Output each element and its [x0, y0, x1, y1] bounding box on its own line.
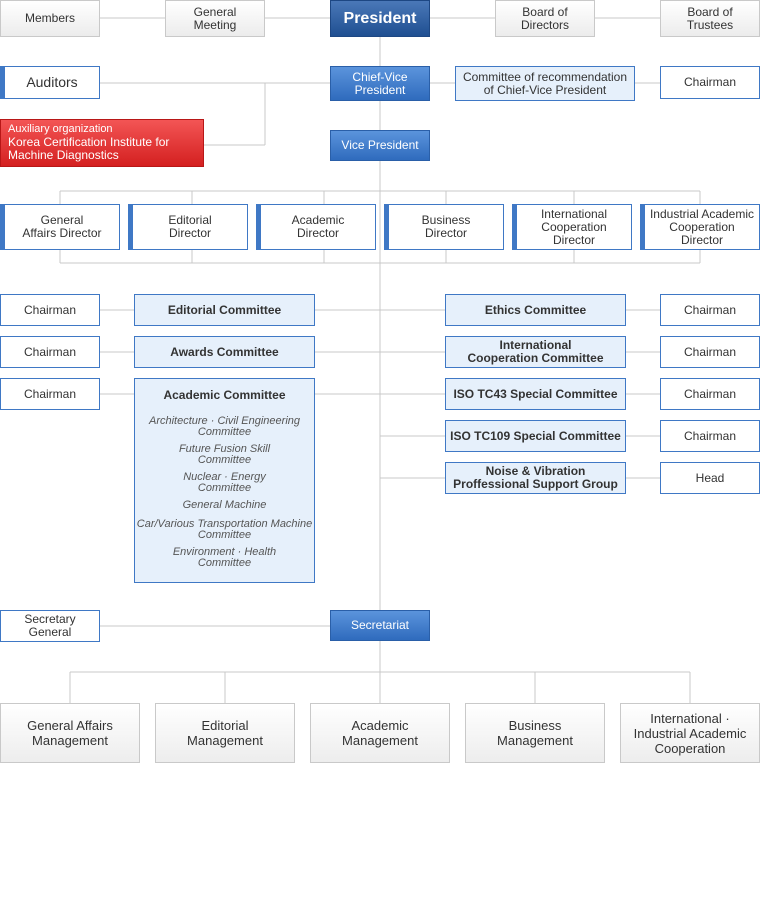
editorial-chairman-box: Chairman: [0, 294, 100, 326]
director-label: International Cooperation Director: [540, 206, 608, 247]
management-label: Editorial Management: [187, 718, 263, 748]
noise-vibration-group-box: Noise & Vibration Proffessional Support …: [445, 462, 626, 494]
ethics-committee-box: Ethics Committee: [445, 294, 626, 326]
academic-committee-label: Academic Committee: [163, 388, 286, 402]
director-industrial-academic: Industrial Academic Cooperation Director: [640, 204, 760, 250]
committee-label: Ethics Committee: [484, 302, 587, 317]
members-box: Members: [0, 0, 100, 37]
management-academic: Academic Management: [310, 703, 450, 763]
auditors-label: Auditors: [26, 74, 78, 90]
editorial-committee-box: Editorial Committee: [134, 294, 315, 326]
chairman-label: Chairman: [683, 386, 737, 401]
ethics-chairman-box: Chairman: [660, 294, 760, 326]
management-label: Business Management: [497, 718, 573, 748]
board-of-trustees-label: Board of Trustees: [686, 4, 734, 32]
management-business: Business Management: [465, 703, 605, 763]
management-general-affairs: General Affairs Management: [0, 703, 140, 763]
committee-label: Noise & Vibration Proffessional Support …: [453, 464, 618, 491]
management-label: International · Industrial Academic Coop…: [633, 710, 747, 756]
academic-subcommittee: Environment · Health Committee: [172, 546, 277, 569]
recommendation-chairman-label: Chairman: [683, 75, 737, 89]
awards-committee-box: Awards Committee: [134, 336, 315, 368]
international-chairman-box: Chairman: [660, 336, 760, 368]
director-general-affairs: General Affairs Director: [0, 204, 120, 250]
chairman-label: Chairman: [683, 428, 737, 443]
committee-label: Awards Committee: [170, 344, 279, 359]
secretary-general-label: Secretary General: [24, 612, 76, 639]
director-label: Industrial Academic Cooperation Director: [649, 206, 755, 247]
head-label: Head: [695, 470, 725, 485]
auxiliary-organization-box: Auxiliary organization Korea Certificati…: [0, 119, 204, 167]
director-editorial: Editorial Director: [128, 204, 248, 250]
committee-label: International Cooperation Committee: [467, 338, 604, 365]
chief-vice-president-label: Chief-Vice President: [352, 69, 408, 97]
auxiliary-organization-name: Korea Certification Institute for Machin…: [8, 135, 170, 162]
director-label: Editorial Director: [168, 213, 212, 240]
director-label: Academic Director: [291, 213, 345, 240]
vice-president-box: Vice President: [330, 130, 430, 161]
iso-tc43-committee-box: ISO TC43 Special Committee: [445, 378, 626, 410]
director-academic: Academic Director: [256, 204, 376, 250]
academic-subcommittee: Car/Various Transportation Machine Commi…: [136, 518, 313, 541]
management-international-industrial: International · Industrial Academic Coop…: [620, 703, 760, 763]
director-label: Business Director: [421, 213, 471, 240]
noise-vibration-head-box: Head: [660, 462, 760, 494]
committee-label: Editorial Committee: [167, 302, 282, 317]
director-business: Business Director: [384, 204, 504, 250]
secretary-general-box: Secretary General: [0, 610, 100, 642]
academic-subcommittee: Architecture · Civil Engineering Committ…: [148, 415, 300, 438]
iso-tc109-chairman-box: Chairman: [660, 420, 760, 452]
management-label: General Affairs Management: [27, 718, 113, 748]
committee-label: ISO TC43 Special Committee: [453, 386, 618, 401]
committee-recommendation-label: Committee of recommendation of Chief-Vic…: [462, 69, 628, 97]
chairman-label: Chairman: [683, 344, 737, 359]
secretariat-box: Secretariat: [330, 610, 430, 641]
recommendation-chairman-box: Chairman: [660, 66, 760, 99]
chairman-label: Chairman: [23, 302, 77, 317]
iso-tc43-chairman-box: Chairman: [660, 378, 760, 410]
management-editorial: Editorial Management: [155, 703, 295, 763]
president-label: President: [343, 10, 417, 27]
academic-subcommittee: Future Fusion Skill Committee: [178, 443, 271, 466]
awards-chairman-box: Chairman: [0, 336, 100, 368]
auxiliary-organization-label: Auxiliary organization: [8, 123, 113, 135]
academic-committee-box: Academic Committee Architecture · Civil …: [134, 378, 315, 583]
academic-subcommittee: General Machine: [182, 499, 267, 511]
chairman-label: Chairman: [23, 344, 77, 359]
general-meeting-label: General Meeting: [193, 4, 237, 32]
general-meeting-box: General Meeting: [165, 0, 265, 37]
chairman-label: Chairman: [23, 386, 77, 401]
management-label: Academic Management: [342, 718, 418, 748]
academic-chairman-box: Chairman: [0, 378, 100, 410]
board-of-directors-label: Board of Directors: [520, 4, 569, 32]
international-cooperation-committee-box: International Cooperation Committee: [445, 336, 626, 368]
academic-subcommittee: Nuclear · Energy Committee: [183, 471, 266, 494]
board-of-directors-box: Board of Directors: [495, 0, 595, 37]
iso-tc109-committee-box: ISO TC109 Special Committee: [445, 420, 626, 452]
chief-vice-president-box: Chief-Vice President: [330, 66, 430, 101]
auditors-box: Auditors: [0, 66, 100, 99]
president-box: President: [330, 0, 430, 37]
secretariat-label: Secretariat: [350, 618, 410, 632]
committee-label: ISO TC109 Special Committee: [450, 428, 621, 443]
members-label: Members: [24, 11, 75, 25]
director-international-cooperation: International Cooperation Director: [512, 204, 632, 250]
chairman-label: Chairman: [683, 302, 737, 317]
board-of-trustees-box: Board of Trustees: [660, 0, 760, 37]
committee-recommendation-box: Committee of recommendation of Chief-Vic…: [455, 66, 635, 101]
director-label: General Affairs Director: [22, 213, 102, 240]
vice-president-label: Vice President: [341, 138, 419, 152]
